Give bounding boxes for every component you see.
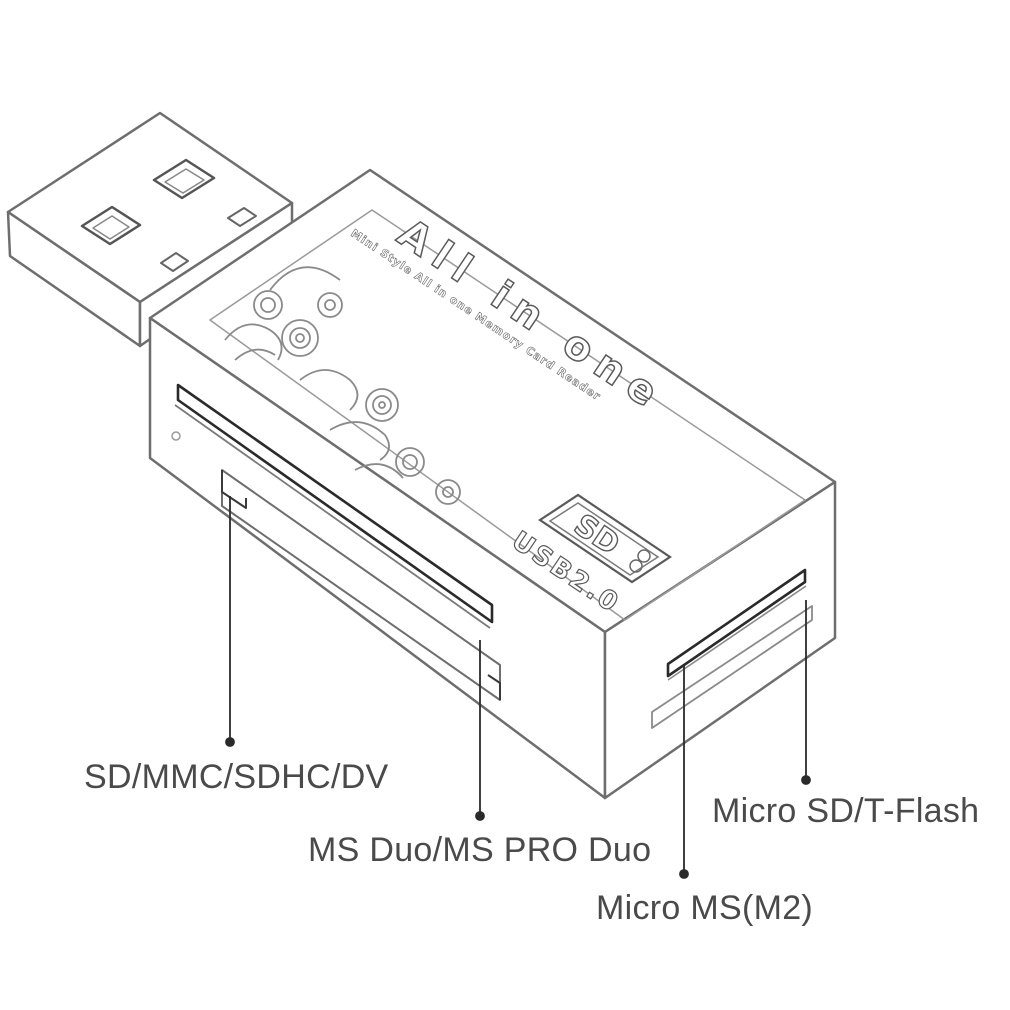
micro-ms-slot xyxy=(651,605,813,729)
led-indicator xyxy=(171,431,181,441)
swirl-decoration xyxy=(224,266,461,505)
usb-pin-hole xyxy=(92,215,130,240)
callout-dot-sd xyxy=(225,737,235,747)
callout-dot-ms xyxy=(475,811,485,821)
sd-card-slot xyxy=(176,383,494,624)
callout-lines xyxy=(225,496,811,879)
left-slots xyxy=(171,383,501,701)
callout-label-ms-duo: MS Duo/MS PRO Duo xyxy=(308,831,652,869)
callout-label-sd: SD/MMC/SDHC/DV xyxy=(84,758,389,796)
reader-top-bevel xyxy=(209,209,806,621)
callout-dot-msd xyxy=(801,775,811,785)
usb-pin-hole xyxy=(227,207,257,227)
micro-sd-slot xyxy=(666,568,807,678)
callout-label-micro-ms: Micro MS(M2) xyxy=(596,889,814,927)
right-slots xyxy=(651,568,813,729)
callout-dot-m2 xyxy=(679,869,689,879)
usb-pin-hole xyxy=(164,168,205,194)
callout-label-micro-sd: Micro SD/T-Flash xyxy=(712,792,980,830)
ms-duo-slot-notch xyxy=(221,470,247,509)
usb-pin-hole xyxy=(160,252,189,272)
